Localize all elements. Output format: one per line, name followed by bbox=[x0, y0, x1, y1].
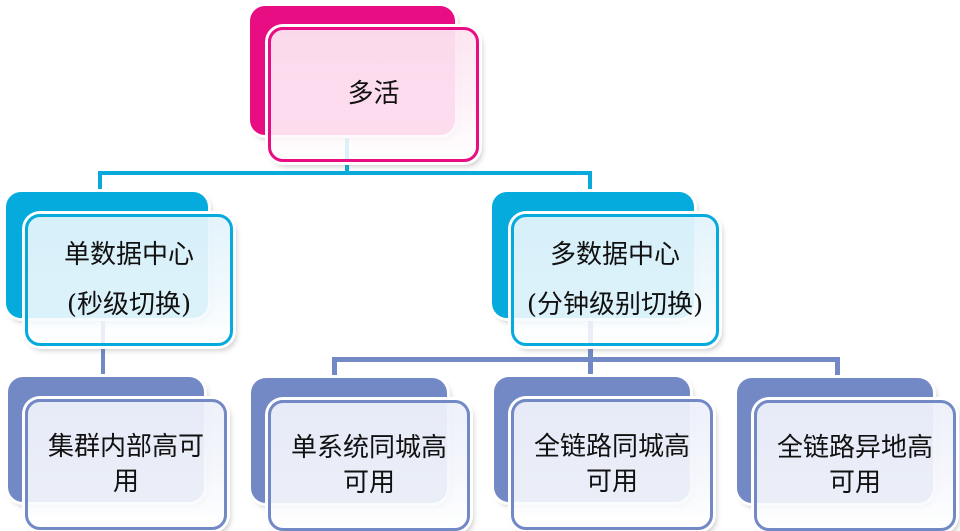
connector-level2-hline bbox=[98, 171, 592, 175]
label-line: (分钟级别切换) bbox=[526, 290, 704, 320]
connector-level3-hline bbox=[332, 357, 840, 362]
node-multi-datacenter-front-card: 多数据中心 (分钟级别切换) bbox=[511, 214, 719, 346]
node-single-datacenter-front-card: 单数据中心 (秒级切换) bbox=[25, 214, 233, 346]
node-root-front-card: 多活 bbox=[268, 27, 479, 162]
label-line: 集群内部高可用 bbox=[47, 432, 204, 497]
node-root-label: 多活 bbox=[347, 77, 399, 111]
label-line: 全链路同城高可用 bbox=[533, 432, 690, 497]
label-line: 多数据中心 bbox=[549, 239, 680, 270]
node-full-link-remote-ha-front-card: 全链路异地高可用 bbox=[754, 400, 956, 531]
node-full-link-remote-ha-label: 全链路异地高可用 bbox=[771, 431, 939, 500]
node-cluster-internal-ha-label: 集群内部高可用 bbox=[42, 430, 210, 499]
label-line: (秒级切换) bbox=[66, 290, 192, 320]
label-line: 单数据中心 bbox=[63, 239, 194, 270]
label-line: 全链路异地高可用 bbox=[776, 433, 933, 498]
connector-drop-right bbox=[588, 173, 592, 195]
node-single-datacenter-label: 单数据中心 (秒级切换) bbox=[64, 238, 194, 323]
connector-drop-l3-left bbox=[332, 359, 337, 380]
node-full-link-same-city-ha-front-card: 全链路同城高可用 bbox=[511, 399, 713, 530]
node-single-system-same-city-ha-label: 单系统同城高可用 bbox=[285, 431, 453, 500]
node-full-link-same-city-ha-label: 全链路同城高可用 bbox=[528, 430, 696, 499]
node-cluster-internal-ha-front-card: 集群内部高可用 bbox=[25, 399, 227, 530]
connector-drop-left bbox=[98, 173, 102, 195]
node-single-system-same-city-ha-front-card: 单系统同城高可用 bbox=[268, 400, 470, 531]
node-root-label-line: 多活 bbox=[347, 79, 400, 110]
label-line: 单系统同城高可用 bbox=[290, 433, 447, 498]
node-multi-datacenter-label: 多数据中心 (分钟级别切换) bbox=[527, 238, 703, 323]
connector-drop-l3-right bbox=[835, 359, 840, 380]
